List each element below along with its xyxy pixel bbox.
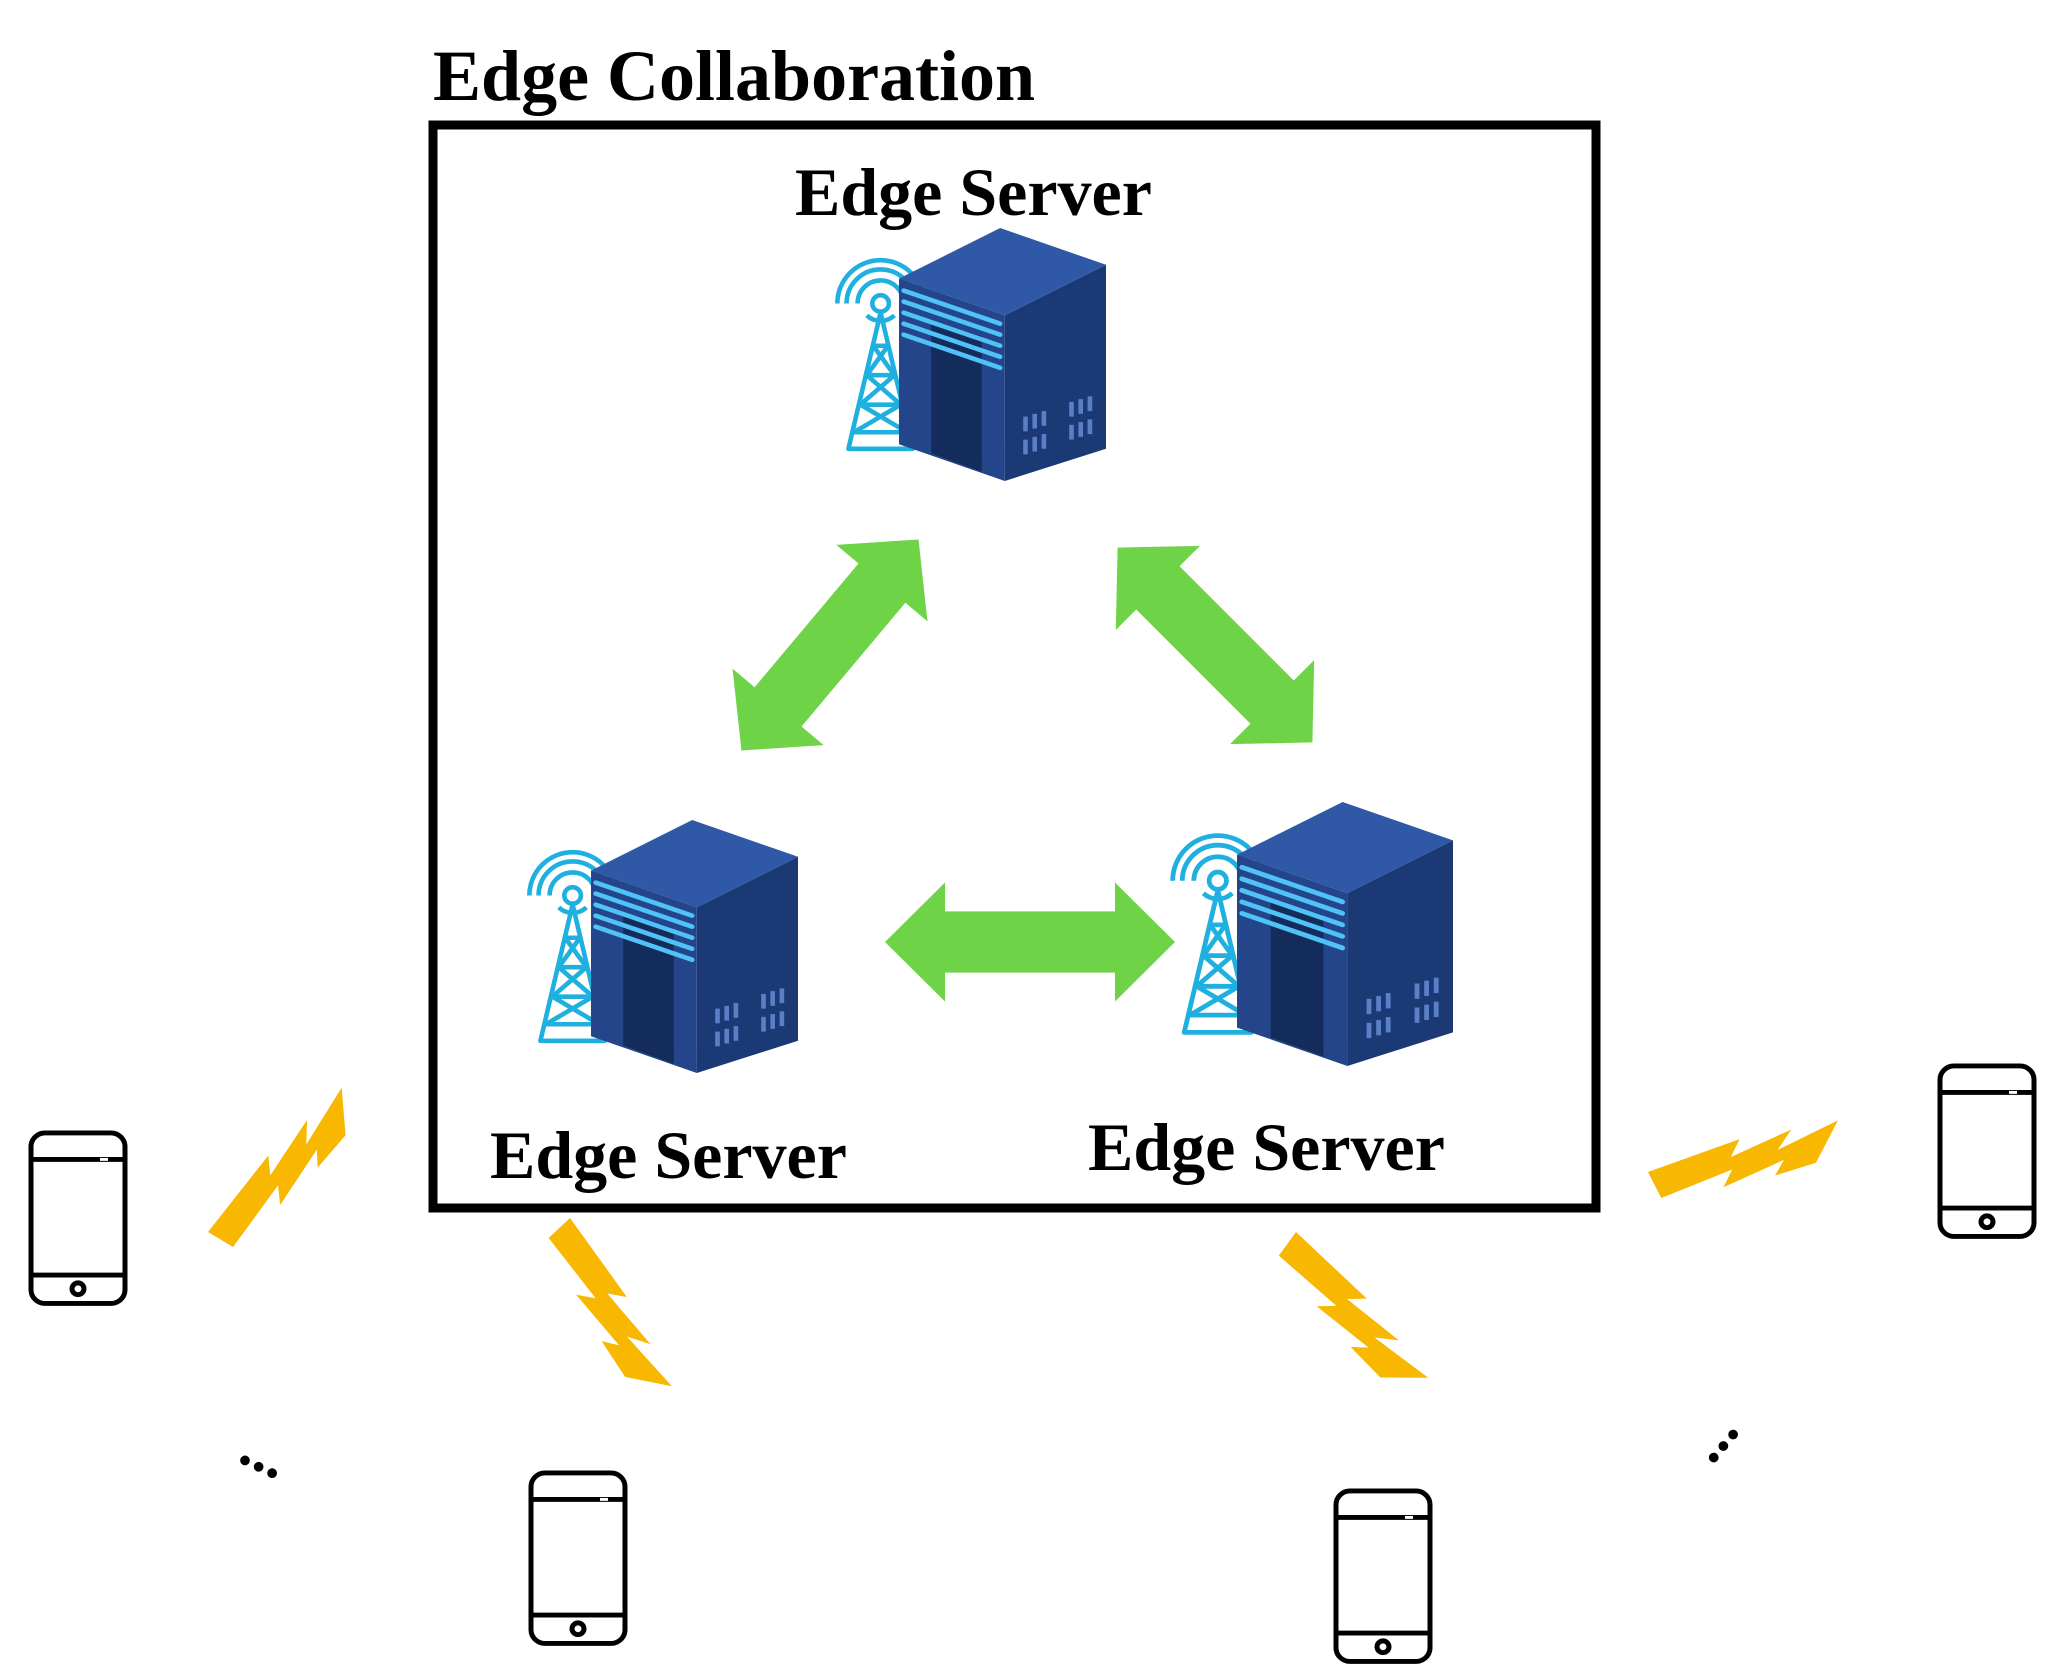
collab-arrow-left: [695, 501, 965, 789]
mobile-device-far-left: [31, 1133, 125, 1304]
top-edge-server: Edge Server: [795, 154, 1152, 481]
ellipsis-right: ...: [1671, 1397, 1750, 1474]
mobile-device-left: [531, 1473, 625, 1644]
bottom-right-edge-server: Edge Server: [1088, 802, 1453, 1185]
collab-arrow-bottom: [885, 882, 1175, 1002]
server-label-left: Edge Server: [490, 1117, 847, 1193]
collab-arrow-right: [1075, 505, 1355, 785]
diagram-title: Edge Collaboration: [433, 36, 1035, 116]
wireless-link-far-right: [1644, 1120, 1845, 1200]
edge-server-icon: [837, 228, 1106, 481]
server-label-right: Edge Server: [1088, 1109, 1445, 1185]
wireless-link-right: [1273, 1214, 1429, 1410]
collaboration-frame: [428, 120, 1601, 1213]
wireless-link-left: [544, 1206, 672, 1409]
bottom-left-edge-server: Edge Server: [490, 820, 847, 1193]
edge-server-icon: [1173, 802, 1453, 1066]
wireless-link-far-left: [188, 1087, 378, 1254]
mobile-device-right: [1336, 1491, 1430, 1662]
server-label-top: Edge Server: [795, 154, 1152, 230]
edge-server-icon: [529, 820, 798, 1073]
mobile-device-far-right: [1940, 1066, 2034, 1237]
ellipsis-left: ...: [231, 1413, 300, 1492]
